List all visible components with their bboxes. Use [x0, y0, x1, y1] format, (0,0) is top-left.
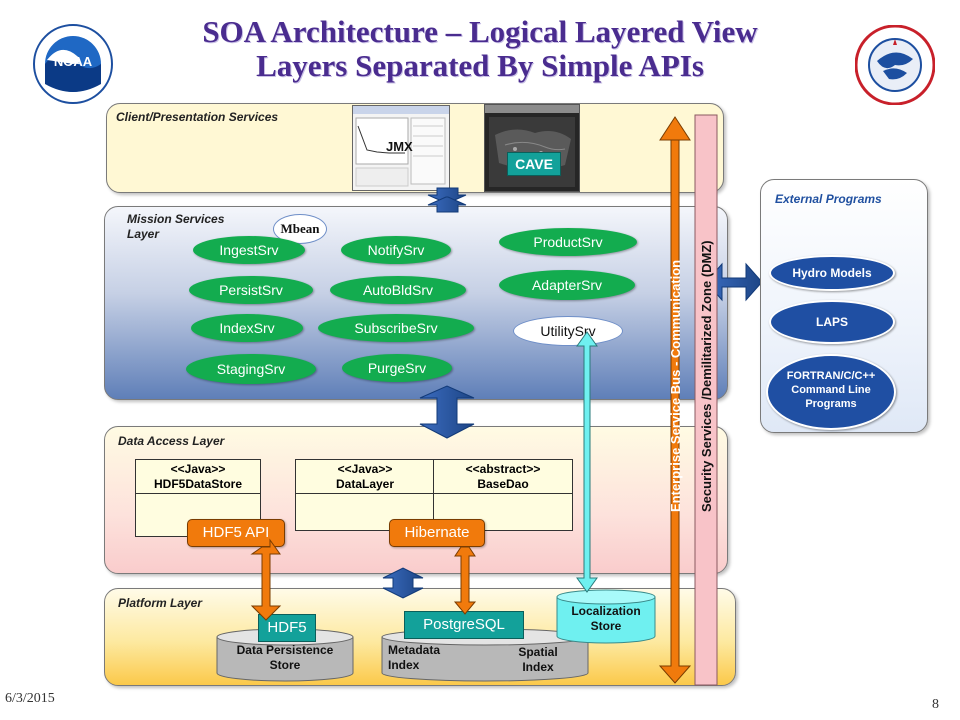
class-stereotype: <<abstract>>	[465, 462, 541, 476]
dmz-bar	[694, 114, 718, 686]
spatial-line1: Spatial	[518, 645, 558, 659]
noaa-logo: NOAA	[33, 24, 113, 104]
metadata-line2: Index	[388, 658, 420, 672]
external-programs-label: External Programs	[775, 192, 882, 206]
footer-date: 6/3/2015	[5, 691, 55, 706]
service-autobldsrv: AutoBldSrv	[330, 276, 466, 304]
jmx-label: JMX	[386, 139, 413, 154]
class-name: HDF5DataStore	[153, 477, 243, 491]
class-stereotype: <<Java>>	[337, 462, 393, 476]
spatial-line2: Index	[522, 660, 554, 674]
dmz-label: Security Services /Demilitarized Zone (D…	[699, 240, 714, 512]
data-persistence-line2: Store	[269, 658, 301, 672]
class-name: DataLayer	[335, 477, 395, 491]
hydro-models-ellipse: Hydro Models	[769, 255, 895, 291]
spatial-index-label: Spatial Index	[508, 645, 568, 675]
esb-bar-head	[659, 116, 691, 141]
utility-localization-arrow	[576, 331, 598, 593]
service-subscribesrv: SubscribeSrv	[318, 314, 474, 342]
mission-layer-label-line1: Mission Services	[127, 212, 225, 226]
localization-line2: Store	[590, 619, 622, 633]
hdf5-api-tag: HDF5 API	[187, 519, 285, 547]
mission-layer-label: Mission Services Layer	[127, 212, 224, 242]
slide-title-line1: SOA Architecture – Logical Layered View	[202, 14, 758, 49]
metadata-line1: Metadata	[388, 643, 441, 657]
fortran-line2: Command Line	[791, 384, 871, 396]
localization-line1: Localization	[571, 604, 641, 618]
esb-label: Enterprise Service Bus - Communication	[668, 259, 683, 512]
service-indexsrv: IndexSrv	[191, 314, 303, 342]
mission-layer-label-line2: Layer	[127, 227, 160, 241]
jmx-screenshot	[352, 105, 450, 191]
esb-bar	[658, 139, 692, 684]
laps-ellipse: LAPS	[769, 300, 895, 344]
class-stereotype: <<Java>>	[170, 462, 226, 476]
fortran-line1: FORTRAN/C/C++	[786, 370, 876, 382]
service-ingestsrv: IngestSrv	[193, 236, 305, 264]
slide-title-line2: Layers Separated By Simple APIs	[256, 48, 704, 83]
fortran-programs-ellipse: FORTRAN/C/C++ Command Line Programs	[766, 354, 896, 430]
cave-label: CAVE	[507, 152, 561, 176]
localization-store-cylinder	[556, 589, 656, 644]
service-purgesrv: PurgeSrv	[342, 354, 452, 382]
service-notifysrv: NotifySrv	[341, 236, 451, 264]
fortran-line3: Programs	[805, 398, 857, 410]
service-persistsrv: PersistSrv	[189, 276, 313, 304]
service-utilitysrv: UtilitySrv	[513, 316, 623, 346]
mission-dataaccess-arrow	[419, 385, 475, 439]
client-mission-arrow-up	[427, 196, 467, 213]
nws-logo	[854, 24, 936, 106]
noaa-logo-text: NOAA	[53, 54, 93, 69]
class-basedao: <<abstract>> BaseDao	[433, 459, 573, 531]
dataaccess-platform-arrow	[382, 567, 424, 599]
class-name: BaseDao	[477, 477, 529, 491]
service-adaptersrv: AdapterSrv	[499, 270, 635, 300]
platform-layer-label: Platform Layer	[118, 596, 203, 610]
data-persistence-line1: Data Persistence	[236, 643, 334, 657]
footer-page-number: 8	[932, 697, 939, 712]
hibernate-postgres-arrow	[453, 546, 477, 615]
hibernate-tag: Hibernate	[389, 519, 485, 547]
metadata-index-label: Metadata Index	[388, 643, 460, 673]
hdf5-api-arrow	[250, 538, 282, 621]
client-layer-label: Client/Presentation Services	[116, 110, 279, 124]
data-persistence-store-label: Data Persistence Store	[220, 643, 350, 673]
service-productsrv: ProductSrv	[499, 228, 637, 256]
localization-store-label: Localization Store	[558, 604, 654, 634]
service-stagingsrv: StagingSrv	[186, 354, 316, 384]
data-access-layer-label: Data Access Layer	[118, 434, 225, 448]
